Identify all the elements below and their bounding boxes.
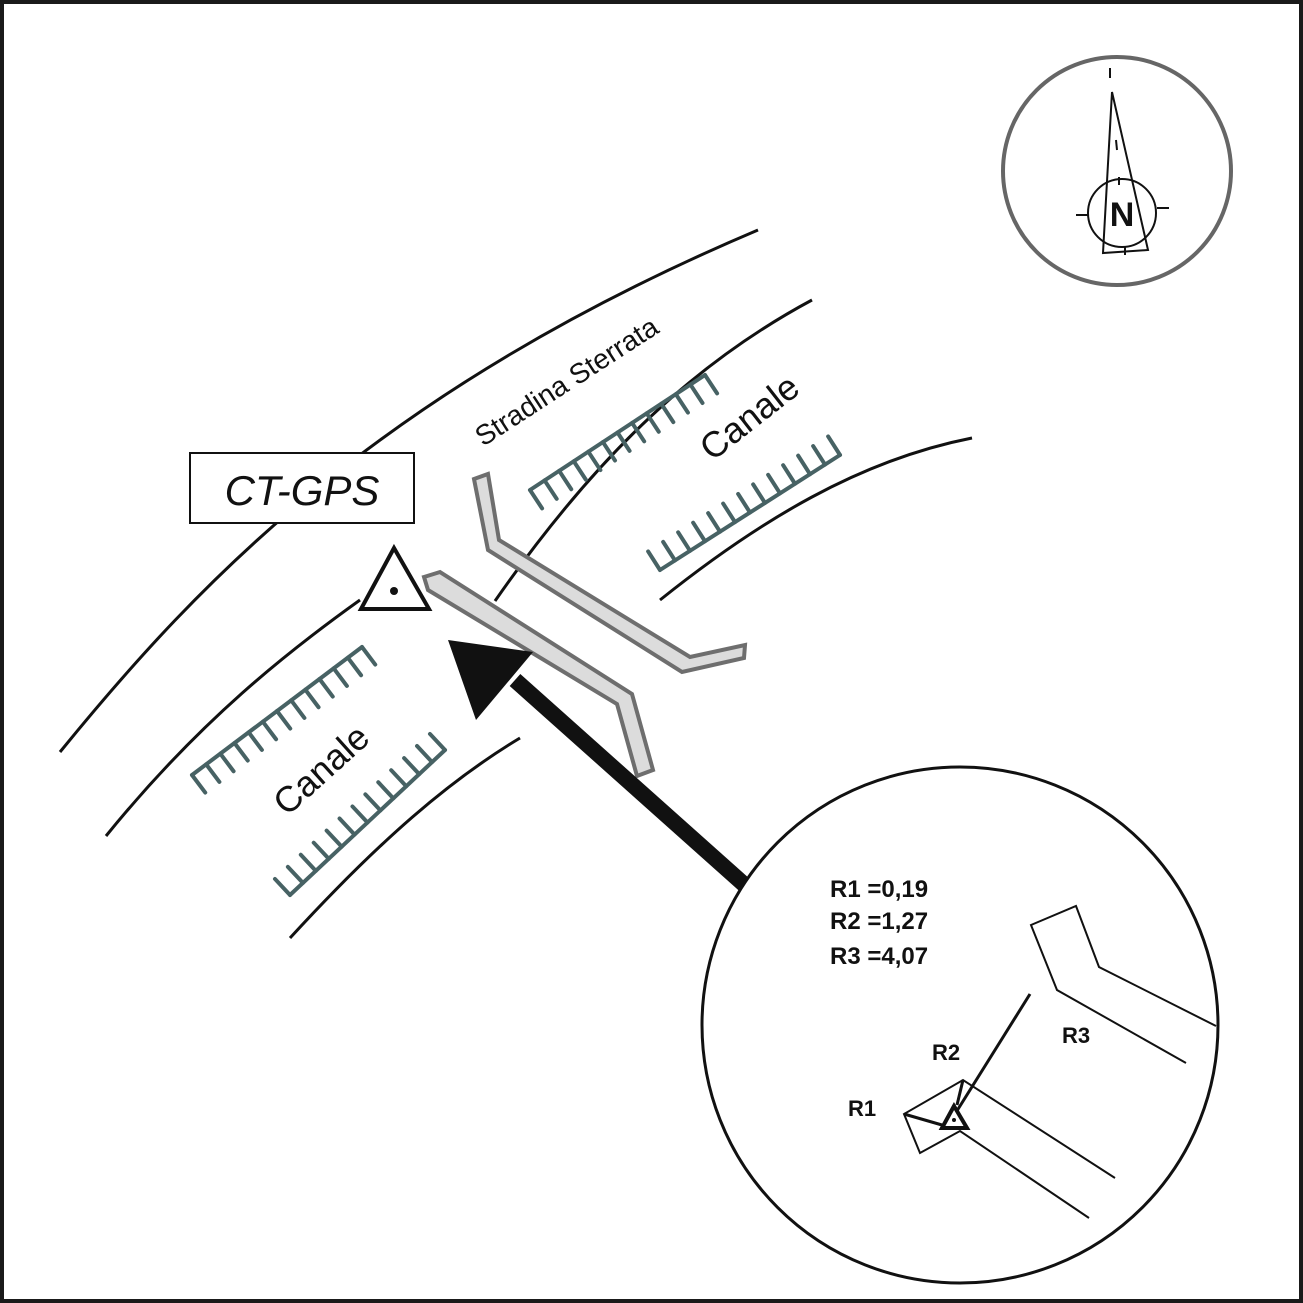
inset-circle: [700, 765, 1220, 1285]
canal-hatch-tick: [427, 731, 447, 752]
canal-hatch-tick: [571, 459, 588, 482]
canal-hatch-lower: [190, 645, 447, 897]
canal-hatch-tick: [661, 539, 677, 563]
canal-hatch-tick: [402, 756, 422, 777]
measurement-r2: R2 =1,27: [830, 908, 928, 935]
canal-hatch-tick: [542, 478, 559, 501]
canal-hatch-tick: [586, 449, 603, 473]
gps-station-marker-icon: [357, 543, 433, 611]
canal-hatch-tick: [218, 751, 236, 774]
compass-ring: [1001, 55, 1233, 287]
canal-hatch-tick: [630, 420, 647, 444]
inset-station-marker-icon: [938, 1101, 971, 1130]
canal-hatch-tick: [691, 520, 707, 544]
pointer-arrow-icon: [448, 640, 754, 894]
canal-hatch-tick: [331, 666, 349, 688]
canal-hatch-tick: [706, 511, 722, 534]
canal-hatch-tick: [232, 741, 250, 763]
point-label-r2: R2: [932, 1040, 960, 1065]
point-label-r3: R3: [1062, 1023, 1090, 1048]
canal-edge-lower-right: [659, 436, 973, 602]
station-label: CT-GPS: [225, 467, 380, 514]
canal-hatch-tick: [615, 430, 632, 453]
canal-hatch-tick: [721, 501, 737, 525]
bridge-right: [471, 471, 748, 675]
canal-hatch-tick: [781, 463, 797, 486]
compass-north-label: N: [1110, 196, 1135, 234]
canal-hatch-tick: [345, 655, 364, 678]
canal-hatch-tick: [796, 453, 812, 477]
canal-hatch-tick: [646, 549, 662, 572]
canal-hatch-tick: [350, 804, 370, 825]
canal-hatch-upper: [528, 373, 842, 572]
canal-hatch-tick: [204, 762, 222, 784]
canal-hatch-tick: [337, 816, 357, 837]
point-label-r1: R1: [848, 1096, 876, 1121]
canal-hatch-tick: [389, 768, 409, 789]
canal-hatch-tick: [324, 828, 344, 849]
canal-hatch-tick: [528, 488, 545, 511]
canal-hatch-tick: [260, 719, 279, 742]
measurement-r3: R3 =4,07: [830, 943, 928, 970]
canal-hatch-tick: [289, 698, 307, 720]
canal-hatch-tick: [811, 444, 827, 467]
canal-edge-lower-left: [288, 736, 521, 940]
canal-hatch-tick: [600, 440, 617, 463]
measurement-r1: R1 =0,19: [830, 876, 928, 903]
canal-hatch-tick: [303, 687, 321, 710]
r3-line: [948, 993, 1032, 1123]
compass-rose: N: [1001, 55, 1233, 287]
canal-hatch-tick: [644, 411, 661, 434]
canal-hatch-tick: [285, 864, 305, 885]
canal-hatch-tick: [363, 792, 383, 813]
canal-hatch-tick: [246, 730, 264, 752]
canal-hatch-tick: [190, 773, 208, 795]
canal-hatch-tick: [272, 876, 292, 897]
bridge-left: [421, 569, 656, 779]
canal-hatch-tick: [360, 645, 378, 667]
canal-hatch-tick: [415, 744, 435, 765]
canal-hatch-tick: [826, 434, 842, 457]
inset-detail: R1 =0,19 R2 =1,27 R3 =4,07 R1 R2 R3: [700, 765, 1220, 1285]
canal-hatch-tick: [659, 401, 676, 425]
canal-hatch-tick: [317, 677, 335, 699]
station-label-box: [189, 452, 415, 524]
r1-line: [903, 1112, 943, 1127]
r2-line: [955, 1079, 965, 1106]
inset-bridge-far: [1029, 904, 1217, 1064]
canal-hatch-tick: [275, 709, 293, 731]
canal-hatch-tick: [766, 472, 782, 496]
canal-hatch-tick: [736, 491, 752, 515]
canal-hatch-tick: [298, 852, 318, 873]
canal-hatch-tick: [311, 840, 331, 861]
road-edge-inner-left: [104, 598, 361, 837]
canal-hatch-tick: [688, 382, 705, 405]
canal-hatch-tick: [751, 482, 767, 505]
canal-hatch-tick: [676, 530, 692, 553]
canal-hatch-tick: [557, 468, 574, 492]
canal-hatch-tick: [673, 392, 690, 415]
canal-hatch-tick: [703, 373, 720, 396]
inset-bridge-near: [902, 1078, 1116, 1219]
canal-hatch-tick: [376, 780, 396, 801]
